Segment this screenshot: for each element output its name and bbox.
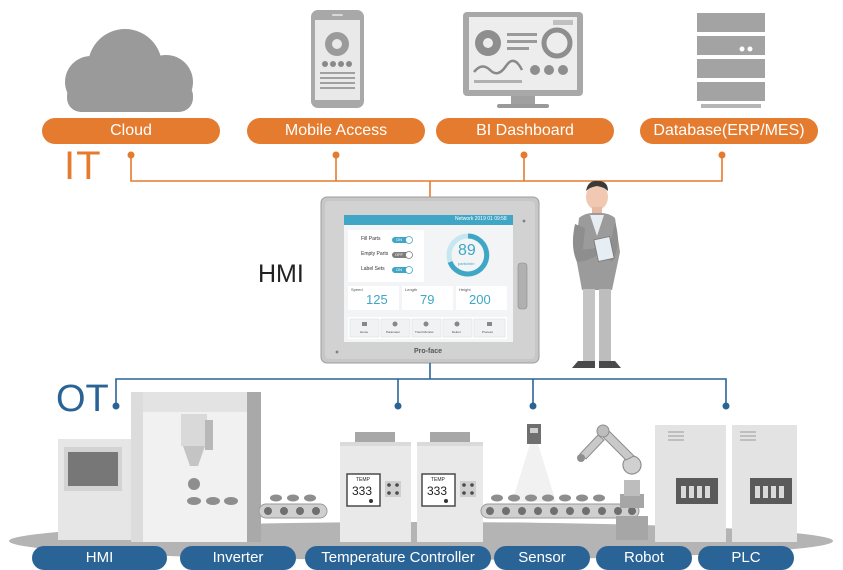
it-connector-dot <box>127 151 135 159</box>
mobile-access-pill[interactable]: Mobile Access <box>247 118 425 144</box>
hmi-header-time: Network 2019 01 09:58 <box>455 216 507 222</box>
conveyor-belt-right <box>480 494 640 519</box>
hmi-button-parameter[interactable]: Parameter <box>386 330 401 334</box>
temp-value-2: 333 <box>427 484 448 498</box>
toggle-state-fill: ON <box>396 237 402 242</box>
hmi-center-label: HMI <box>258 260 304 288</box>
hmi-button-defect[interactable]: Defect <box>452 330 461 334</box>
brand-logo: Pro-face <box>414 348 443 355</box>
robot-arm-icon <box>577 424 648 540</box>
hmi-button-home[interactable]: Home <box>360 330 369 334</box>
stat-height-value: 200 <box>469 292 491 307</box>
sensor-pill[interactable]: Sensor <box>494 546 590 570</box>
temperature-controller-pill[interactable]: Temperature Controller <box>305 546 491 570</box>
gauge-unit: parts/min <box>458 261 475 266</box>
stat-speed-label: Speed <box>351 287 363 292</box>
toggle-label-empty: Empty Parts <box>361 251 389 257</box>
database-pill[interactable]: Database(ERP/MES) <box>640 118 818 144</box>
mobile-phone-icon <box>311 10 364 108</box>
stat-height-label: Height <box>459 287 471 292</box>
toggle-state-label: ON <box>396 267 402 272</box>
ot-connector-dot <box>529 402 537 410</box>
stat-length-value: 79 <box>420 292 435 307</box>
ot-connection-lines <box>115 363 727 406</box>
ot-hmi-machine <box>58 439 144 540</box>
inverter-filling-machine <box>131 392 261 542</box>
it-connector-dot <box>332 151 340 159</box>
toggle-state-empty: OFF <box>395 252 403 257</box>
ot-hmi-pill[interactable]: HMI <box>32 546 167 570</box>
temp-label-2: TEMP <box>431 477 445 483</box>
bi-dashboard-pill[interactable]: BI Dashboard <box>436 118 614 144</box>
it-connector-dot <box>718 151 726 159</box>
ot-section-label: OT <box>56 378 109 420</box>
plc-cabinets <box>655 425 797 542</box>
ot-connector-dot <box>722 402 730 410</box>
cloud-pill[interactable]: Cloud <box>42 118 220 144</box>
sensor-device-icon <box>512 424 556 502</box>
conveyor-belt-left <box>258 494 328 519</box>
temp-label-1: TEMP <box>356 477 370 483</box>
database-server-icon <box>697 13 765 108</box>
hmi-button-trend[interactable]: Trend Monitor <box>415 330 434 334</box>
hmi-button-process[interactable]: Process <box>482 330 493 334</box>
hmi-panel-device <box>320 196 540 364</box>
gauge-value: 89 <box>458 242 476 259</box>
ot-connector-dot <box>394 402 402 410</box>
person-with-tablet-icon <box>572 180 621 368</box>
inverter-pill[interactable]: Inverter <box>180 546 296 570</box>
plc-pill[interactable]: PLC <box>698 546 794 570</box>
it-connection-lines <box>130 155 723 197</box>
stat-length-label: Length <box>405 287 418 292</box>
robot-pill[interactable]: Robot <box>596 546 692 570</box>
stat-speed-value: 125 <box>366 292 388 307</box>
monitor-dashboard-icon <box>463 12 583 108</box>
toggle-label-fill: Fill Parts <box>361 236 381 242</box>
temperature-controller-cabinets <box>340 432 483 542</box>
it-connector-dot <box>520 151 528 159</box>
toggle-label-label: Label Sets <box>361 266 385 272</box>
it-section-label: IT <box>64 144 102 188</box>
cloud-icon <box>65 29 193 112</box>
temp-value-1: 333 <box>352 484 373 498</box>
ot-connector-dot <box>112 402 120 410</box>
